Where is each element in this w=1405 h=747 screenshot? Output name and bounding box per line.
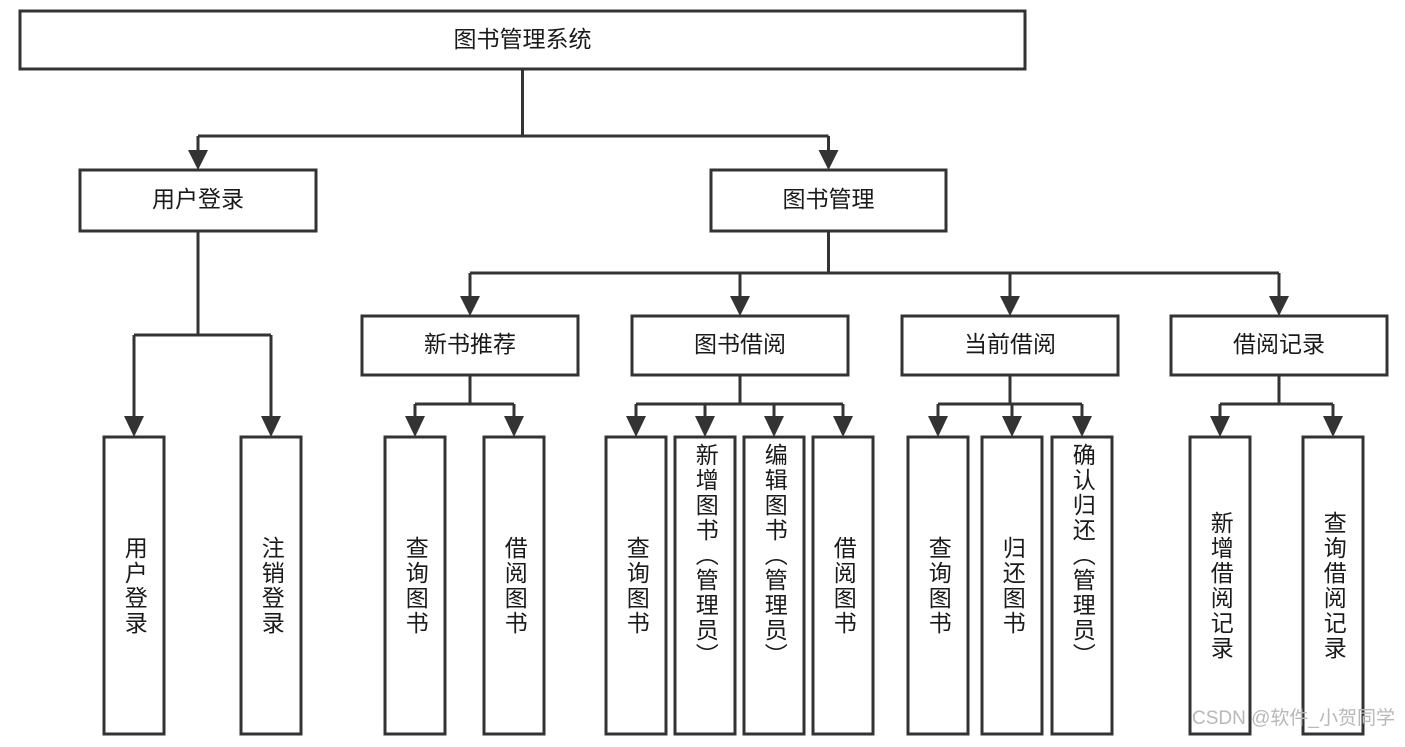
csdn-watermark: CSDN @软件_小贺同学: [1192, 708, 1395, 729]
node-new-book-recommend-label: 新书推荐: [424, 331, 516, 357]
node-user-login[interactable]: 用户登录: [78, 168, 318, 233]
node-user-login-box[interactable]: [78, 168, 318, 233]
node-book-manage-label: 图书管理: [783, 186, 875, 212]
arrowhead-leaf-query-book-3: [928, 416, 948, 437]
leaf-box-add-borrow-record[interactable]: [1188, 435, 1252, 736]
arrowhead-leaf-edit-book: [764, 416, 784, 437]
node-new-book-recommend-box[interactable]: [360, 314, 580, 377]
node-book-borrow-box[interactable]: [630, 314, 850, 377]
leaf-box-query-book-1[interactable]: [383, 435, 447, 736]
node-book-manage[interactable]: 图书管理: [709, 168, 948, 233]
leaf-box-query-borrow-record[interactable]: [1301, 435, 1365, 736]
node-borrow-record[interactable]: 借阅记录: [1169, 314, 1389, 377]
arrowhead-leaf-user-login: [124, 416, 144, 437]
leaf-box-user-login[interactable]: [102, 435, 166, 736]
leaf-box-query-book-2[interactable]: [604, 435, 668, 736]
node-root[interactable]: 图书管理系统: [18, 9, 1027, 71]
node-current-borrow-label: 当前借阅: [964, 331, 1056, 357]
leaf-box-edit-book[interactable]: [742, 435, 806, 736]
leaf-box-add-book[interactable]: [673, 435, 737, 736]
node-borrow-record-box[interactable]: [1169, 314, 1389, 377]
node-book-borrow-label: 图书借阅: [694, 331, 786, 357]
arrowhead-leaf-query-book-1: [405, 416, 425, 437]
connector-group-borrow-record-to-leaves: [1210, 375, 1343, 437]
arrowhead-leaf-return-book: [1002, 416, 1022, 437]
arrowhead-leaf-borrow-book-1: [504, 416, 524, 437]
arrowhead-book-borrow: [730, 296, 750, 316]
leaf-box-return-book[interactable]: [980, 435, 1044, 736]
node-new-book-recommend[interactable]: 新书推荐: [360, 314, 580, 377]
arrowhead-leaf-query-book-2: [626, 416, 646, 437]
connector-group-root-to-level2: [188, 69, 839, 170]
arrowhead-leaf-borrow-book-2: [833, 416, 853, 437]
connector-group-new-book-recommend-to-leaves: [405, 375, 524, 437]
arrowhead-leaf-add-borrow-record: [1210, 416, 1230, 437]
node-current-borrow-box[interactable]: [900, 314, 1120, 377]
arrowhead-leaf-add-book: [695, 416, 715, 437]
connector-group-book-borrow-to-leaves: [626, 375, 853, 437]
arrowhead-book-manage: [818, 150, 839, 170]
leaf-box-confirm-return[interactable]: [1050, 435, 1114, 736]
leaf-box-logout[interactable]: [239, 435, 303, 736]
arrowhead-borrow-record: [1269, 296, 1289, 316]
node-root-box[interactable]: [18, 9, 1027, 71]
connector-group-current-borrow-to-leaves: [928, 375, 1092, 437]
arrowhead-leaf-query-borrow-record: [1323, 416, 1343, 437]
connector-group-book-manage-to-level3: [460, 231, 1289, 316]
arrowhead-current-borrow: [1000, 296, 1020, 316]
node-user-login-label: 用户登录: [152, 186, 244, 212]
node-borrow-record-label: 借阅记录: [1233, 331, 1325, 357]
leaf-boxes-group: [102, 435, 1365, 736]
leaf-box-borrow-book-1[interactable]: [482, 435, 546, 736]
node-root-label: 图书管理系统: [454, 26, 592, 52]
arrowhead-user-login: [188, 150, 208, 170]
leaf-box-borrow-book-2[interactable]: [811, 435, 875, 736]
arrowhead-leaf-confirm-return: [1072, 416, 1092, 437]
connector-group-user-login-to-leaves: [124, 231, 281, 437]
node-current-borrow[interactable]: 当前借阅: [900, 314, 1120, 377]
leaf-box-query-book-3[interactable]: [906, 435, 970, 736]
arrowhead-new-book-recommend: [460, 296, 480, 316]
node-book-manage-box[interactable]: [709, 168, 948, 233]
node-book-borrow[interactable]: 图书借阅: [630, 314, 850, 377]
arrowhead-leaf-logout: [261, 416, 281, 437]
